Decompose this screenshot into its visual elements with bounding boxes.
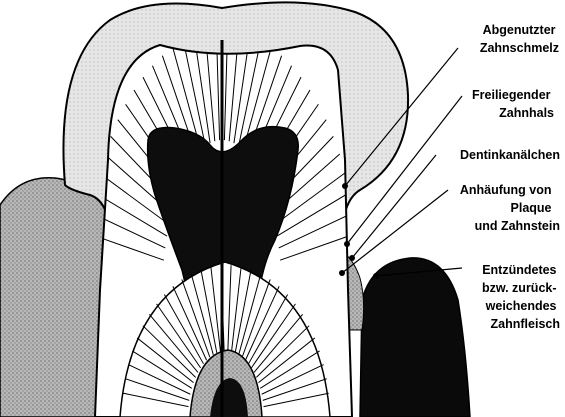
- label-inflamed-gum: Entzündetes bzw. zurück- weichendes Zahn…: [482, 263, 560, 331]
- label-dentinal-tubules: Dentinkanälchen: [460, 148, 560, 162]
- label-exposed-neck: Freiliegender Zahnhals: [472, 88, 554, 120]
- label-worn-enamel: Abgenutzter Zahnschmelz: [480, 23, 559, 55]
- left-gum: [0, 178, 112, 417]
- right-inflamed-gum: [360, 258, 470, 417]
- label-plaque-tartar: Anhäufung von Plaque und Zahnstein: [460, 183, 560, 233]
